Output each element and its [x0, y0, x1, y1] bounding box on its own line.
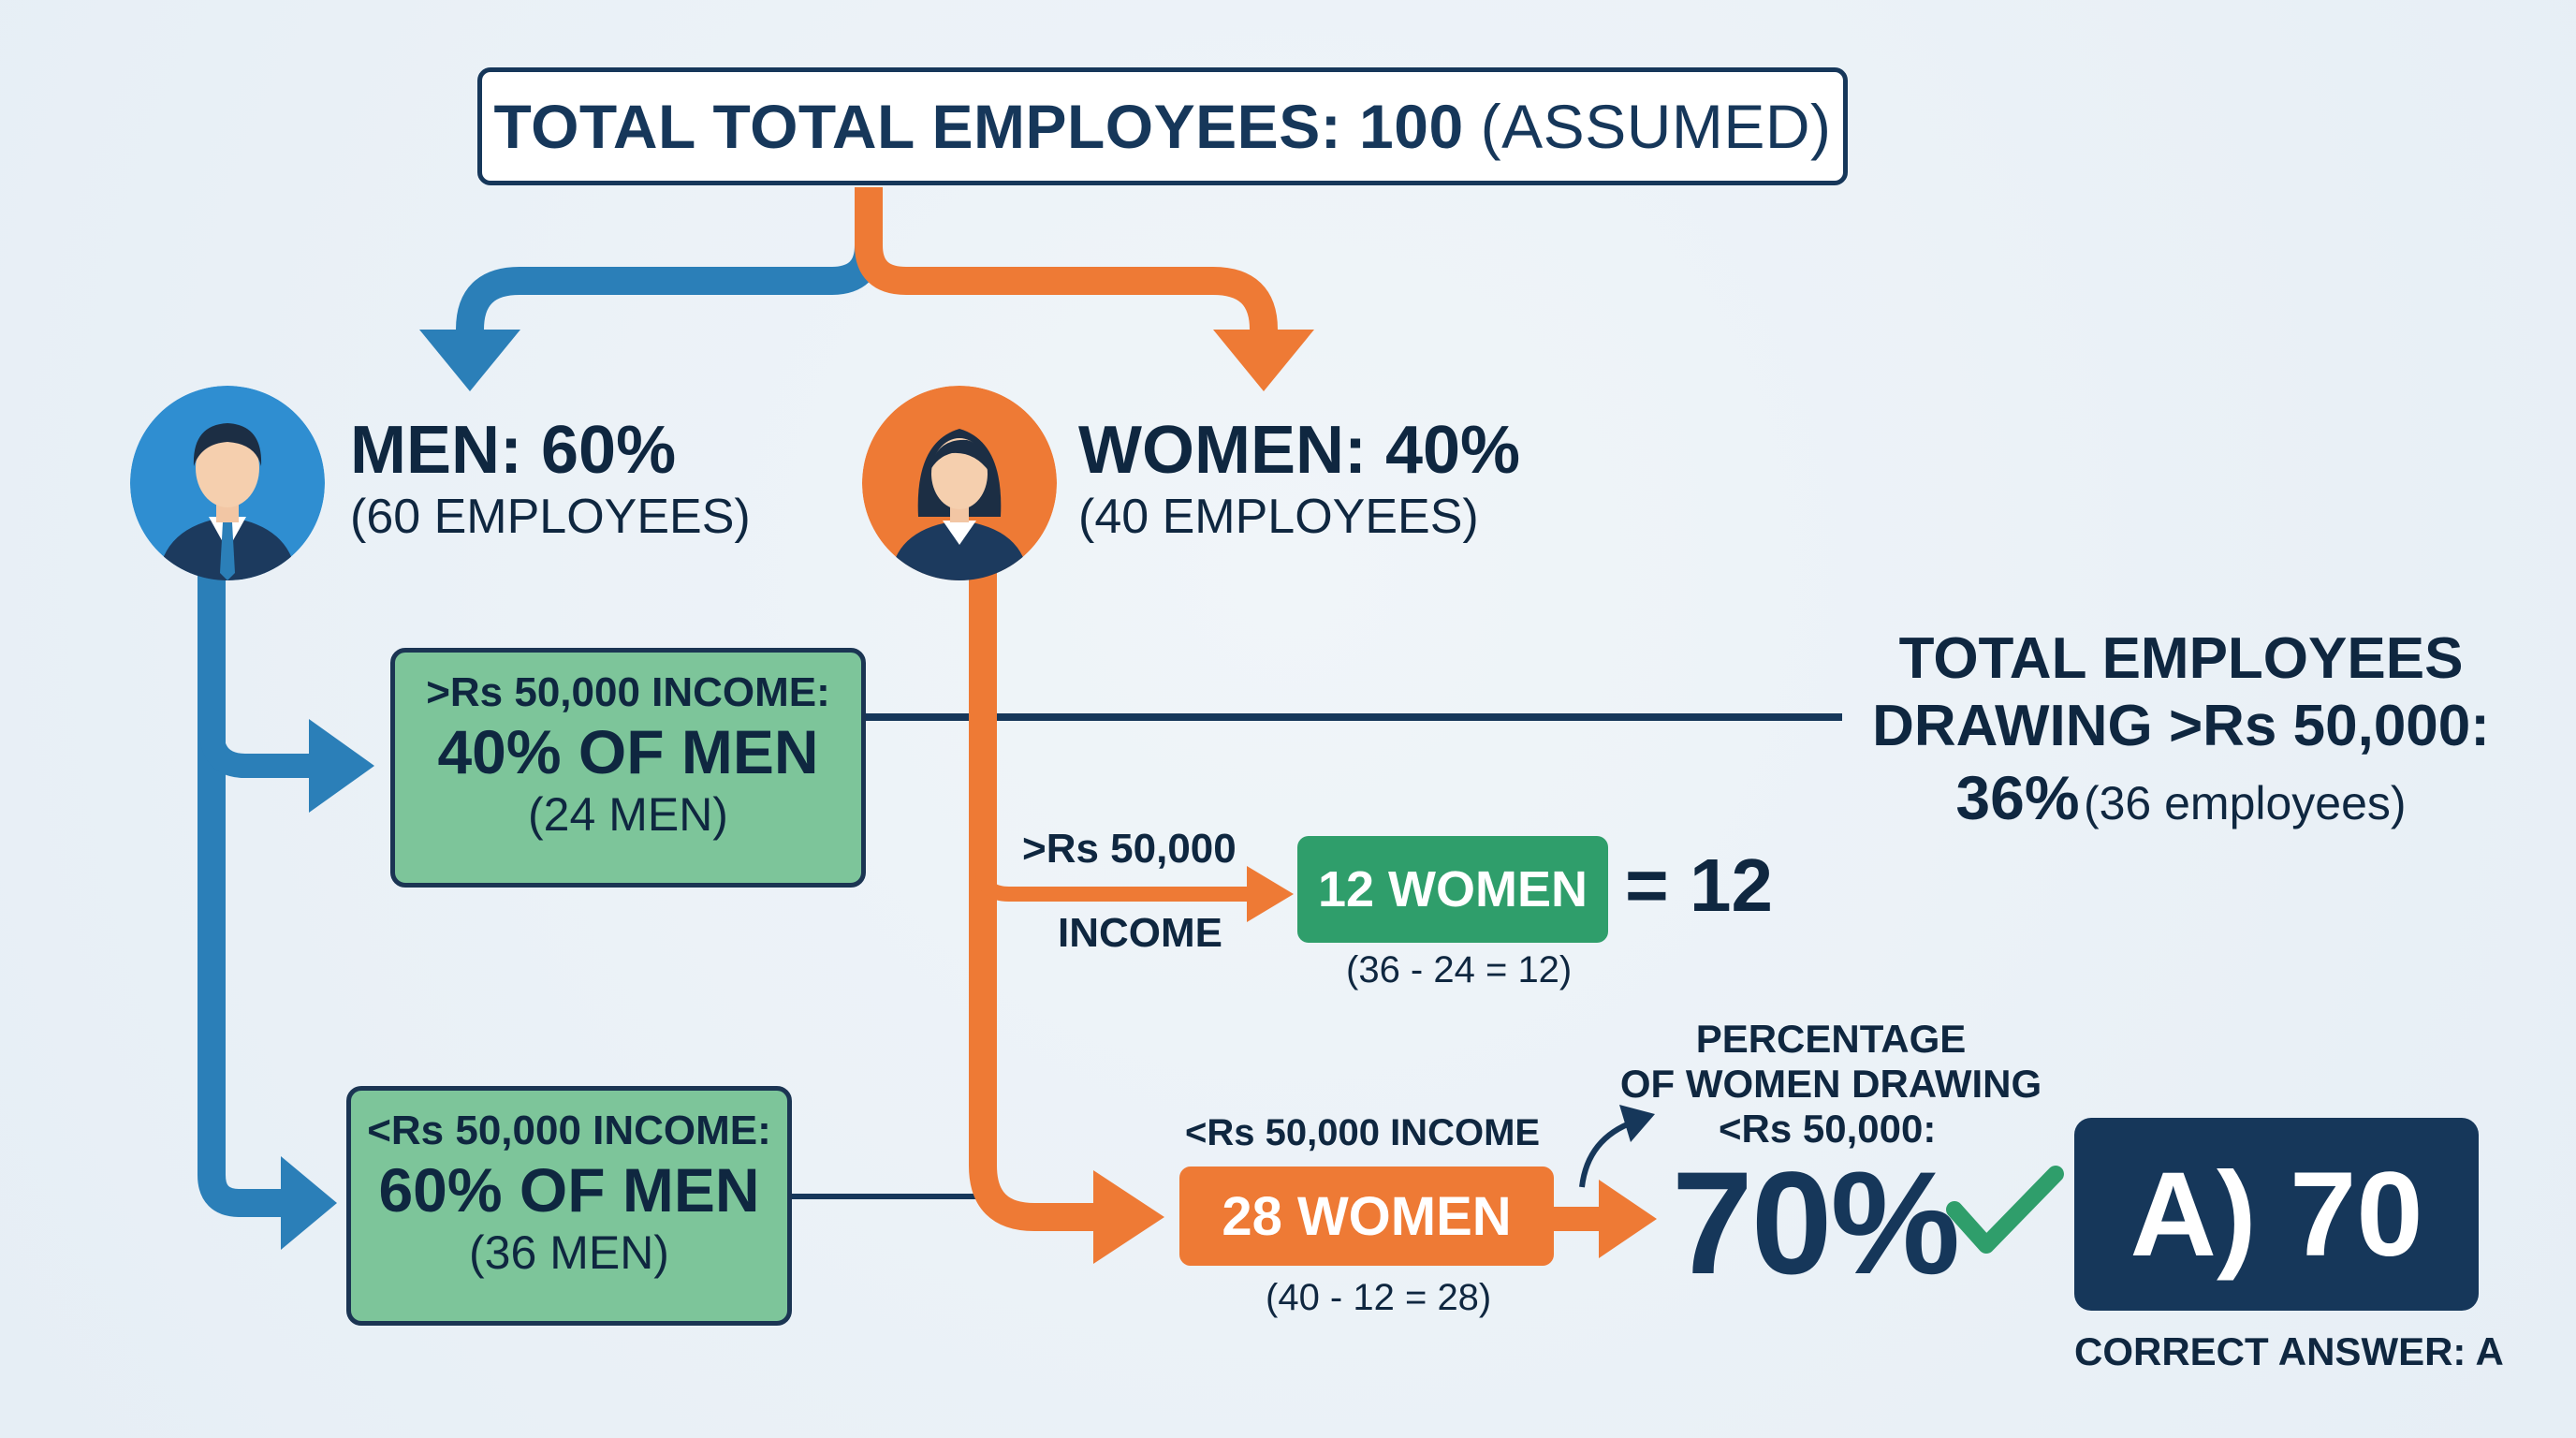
total-high-line1: TOTAL EMPLOYEES: [1898, 626, 2464, 691]
women-high-income-calc: (36 - 24 = 12): [1346, 949, 1573, 990]
answer-box: A) 70: [2074, 1118, 2479, 1311]
women-trunk-line: [969, 573, 1105, 1231]
women-heading: WOMEN: 40%: [1078, 413, 1521, 488]
men-high-arrowhead: [309, 719, 374, 813]
total-high-percent: 36%: [1955, 763, 2080, 832]
women-high-arrowhead: [1247, 866, 1294, 922]
women-low-income-pill: 28 WOMEN: [1179, 1167, 1554, 1266]
women-high-income-equals: = 12: [1625, 844, 1773, 927]
pointer-arrow: [1579, 1119, 1636, 1188]
check-mark-icon: [1946, 1166, 2064, 1254]
women-high-income-label-top: >Rs 50,000: [1022, 826, 1237, 872]
men-count: (60 EMPLOYEES): [350, 490, 751, 544]
man-avatar-icon: [130, 386, 325, 580]
women-high-income-pill: 12 WOMEN: [1297, 836, 1608, 943]
women-count: (40 EMPLOYEES): [1078, 490, 1479, 544]
total-employees-title: TOTAL TOTAL EMPLOYEES: 100 (ASSUMED): [477, 67, 1848, 185]
result-question: PERCENTAGE OF WOMEN DRAWING <Rs 50,000:: [1606, 1017, 2056, 1152]
women-result-arrowhead: [1599, 1180, 1657, 1258]
total-high-income-summary: TOTAL EMPLOYEES DRAWING >Rs 50,000: 36% …: [1853, 625, 2509, 853]
men-high-income-box: >Rs 50,000 INCOME: 40% OF MEN (24 MEN): [390, 648, 866, 888]
men-branch-arrowhead: [419, 330, 520, 391]
men-low-income-count: (36 MEN): [469, 1226, 669, 1279]
title-assumed: (ASSUMED): [1480, 92, 1832, 161]
result-question-line2: OF WOMEN DRAWING: [1619, 1062, 2042, 1106]
men-low-income-label: <Rs 50,000 INCOME:: [367, 1108, 771, 1153]
women-high-income-label-bottom: INCOME: [1058, 910, 1222, 956]
women-branch-arrow: [855, 187, 1278, 337]
answer-caption: CORRECT ANSWER: A: [2074, 1329, 2504, 1373]
result-percent: 70%: [1672, 1142, 1960, 1305]
men-high-branch: [199, 729, 324, 778]
women-branch-arrowhead: [1213, 330, 1314, 391]
men-high-income-count: (24 MEN): [528, 788, 728, 841]
result-question-line1: PERCENTAGE: [1695, 1017, 1967, 1061]
men-branch-arrow: [456, 187, 883, 337]
men-low-income-value: 60% OF MEN: [378, 1155, 760, 1225]
men-low-arrowhead: [281, 1156, 337, 1250]
women-low-arrowhead: [1093, 1170, 1164, 1264]
total-high-count: (36 employees): [2083, 777, 2407, 829]
total-high-line2: DRAWING >Rs 50,000:: [1872, 694, 2490, 758]
women-low-income-calc: (40 - 12 = 28): [1266, 1277, 1492, 1318]
woman-avatar-icon: [862, 386, 1057, 580]
men-trunk-line: [198, 573, 296, 1217]
men-high-income-value: 40% OF MEN: [437, 717, 819, 786]
men-high-income-label: >Rs 50,000 INCOME:: [426, 669, 830, 715]
pointer-arrowhead: [1619, 1105, 1655, 1142]
men-heading: MEN: 60%: [350, 413, 677, 488]
men-low-income-box: <Rs 50,000 INCOME: 60% OF MEN (36 MEN): [346, 1086, 792, 1326]
title-main: TOTAL TOTAL EMPLOYEES: 100: [493, 92, 1464, 161]
result-question-line3: <Rs 50,000:: [1719, 1107, 1937, 1151]
women-low-income-label: <Rs 50,000 INCOME: [1185, 1112, 1541, 1153]
women-high-branch: [975, 870, 1252, 902]
